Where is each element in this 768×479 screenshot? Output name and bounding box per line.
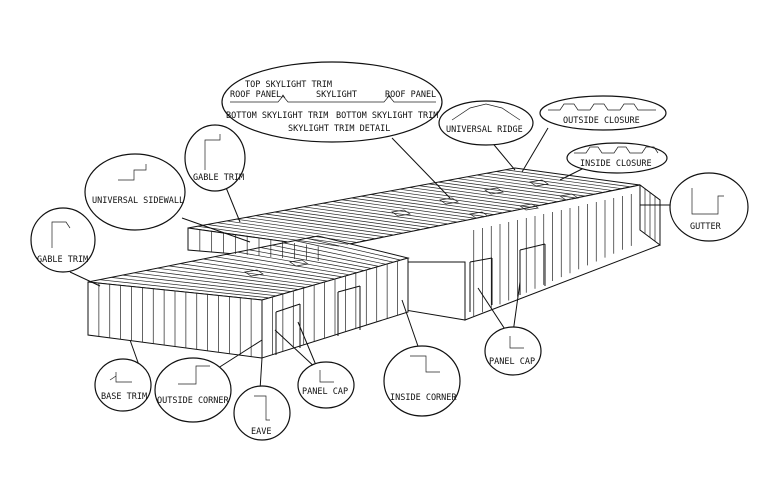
callout-gable-trim-upper: GABLE TRIM bbox=[184, 124, 246, 192]
callout-skylight-trim-detail: TOP SKYLIGHT TRIM ROOF PANEL SKYLIGHT RO… bbox=[221, 61, 443, 143]
label-gable-trim-upper: GABLE TRIM bbox=[193, 173, 244, 183]
label-outside-closure: OUTSIDE CLOSURE bbox=[563, 116, 640, 126]
label-universal-ridge: UNIVERSAL RIDGE bbox=[446, 125, 523, 135]
label-panel-cap-right: PANEL CAP bbox=[489, 357, 535, 367]
callout-inside-corner: INSIDE CORNER bbox=[383, 345, 461, 417]
label-roof-panel-left: ROOF PANEL bbox=[230, 90, 281, 100]
callout-outside-corner: OUTSIDE CORNER bbox=[154, 357, 232, 423]
label-inside-corner: INSIDE CORNER bbox=[390, 393, 457, 403]
label-top-skylight-trim: TOP SKYLIGHT TRIM bbox=[245, 80, 332, 90]
label-panel-cap-left: PANEL CAP bbox=[302, 387, 348, 397]
label-skylight: SKYLIGHT bbox=[316, 90, 357, 100]
label-bottom-skylight-trim-right: BOTTOM SKYLIGHT TRIM bbox=[336, 111, 438, 121]
roof-skylights bbox=[244, 179, 579, 277]
callout-universal-ridge: UNIVERSAL RIDGE bbox=[438, 100, 534, 146]
label-gable-trim-left: GABLE TRIM bbox=[37, 255, 88, 265]
rear-roof-ribs bbox=[197, 169, 631, 247]
callout-gutter: GUTTER bbox=[669, 172, 749, 242]
callout-base-trim: BASE TRIM bbox=[94, 358, 152, 412]
building bbox=[87, 167, 661, 359]
callout-inside-closure: INSIDE CLOSURE bbox=[566, 142, 668, 174]
label-inside-closure: INSIDE CLOSURE bbox=[580, 159, 652, 169]
callout-outside-closure: OUTSIDE CLOSURE bbox=[539, 95, 667, 131]
doors bbox=[275, 243, 546, 355]
label-skylight-trim-detail: SKYLIGHT TRIM DETAIL bbox=[288, 124, 390, 134]
callout-eave: EAVE bbox=[233, 385, 291, 441]
front-roof-ribs bbox=[99, 237, 401, 299]
label-bottom-skylight-trim-left: BOTTOM SKYLIGHT TRIM bbox=[226, 111, 328, 121]
label-eave: EAVE bbox=[251, 427, 271, 437]
label-outside-corner: OUTSIDE CORNER bbox=[157, 396, 230, 406]
label-roof-panel-right: ROOF PANEL bbox=[385, 90, 436, 100]
callout-panel-cap-right: PANEL CAP bbox=[484, 326, 542, 376]
callout-panel-cap-left: PANEL CAP bbox=[297, 361, 355, 409]
label-universal-sidewall: UNIVERSAL SIDEWALL bbox=[92, 196, 184, 206]
callout-gable-trim-left: GABLE TRIM bbox=[30, 207, 96, 273]
leader-lines bbox=[69, 127, 678, 391]
callout-universal-sidewall: UNIVERSAL SIDEWALL bbox=[84, 153, 186, 231]
wall-panel-lines bbox=[98, 188, 656, 357]
label-base-trim: BASE TRIM bbox=[101, 392, 147, 402]
label-gutter: GUTTER bbox=[690, 222, 722, 232]
inset-wall bbox=[404, 261, 466, 321]
